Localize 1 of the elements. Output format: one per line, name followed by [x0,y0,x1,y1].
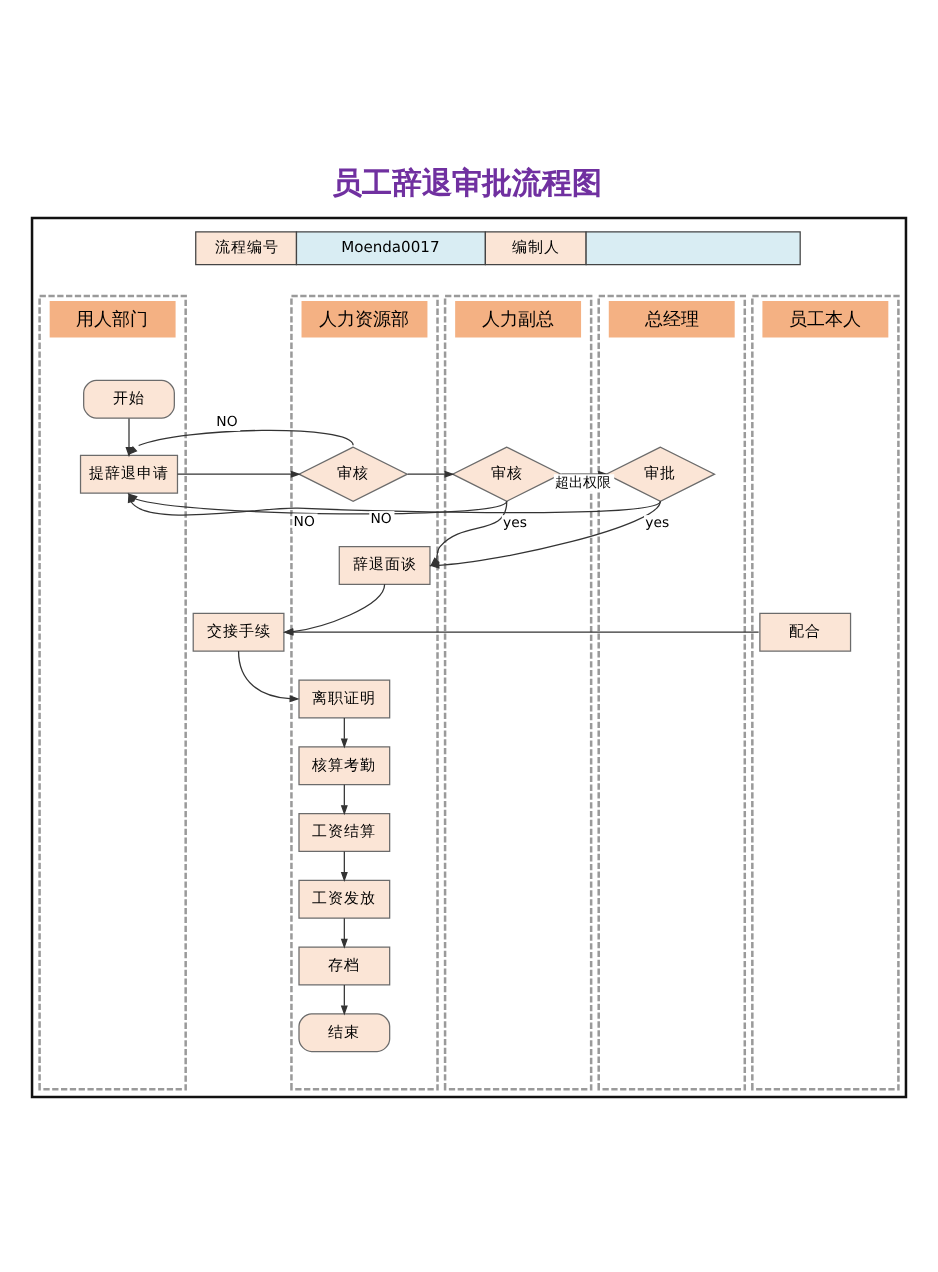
diagram-title: 员工辞退审批流程图 [332,164,603,201]
